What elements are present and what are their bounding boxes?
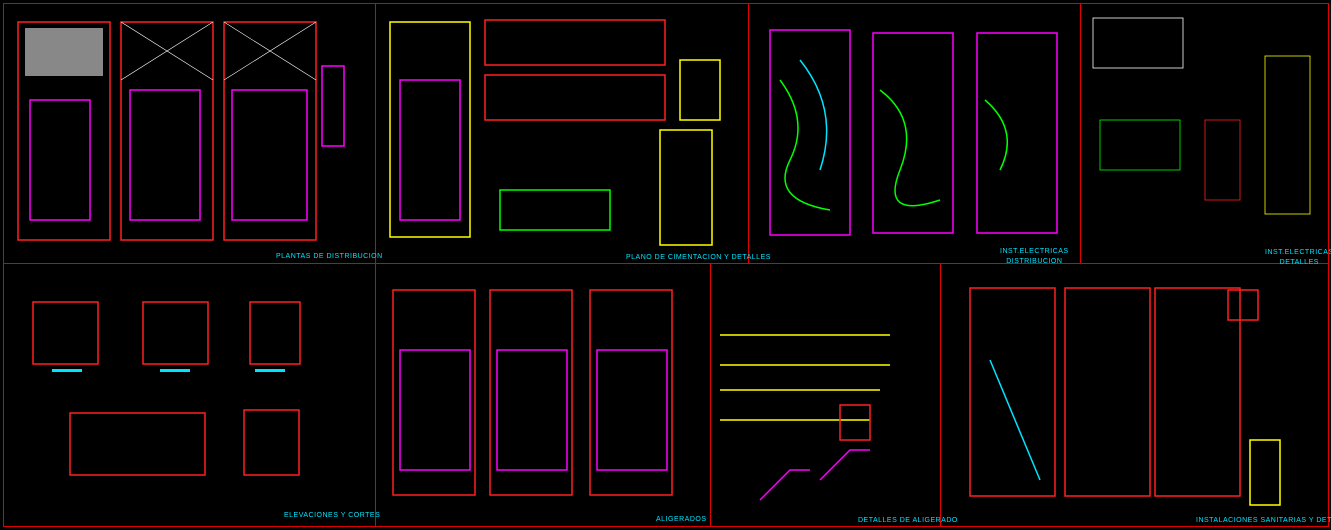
legend-table bbox=[321, 65, 345, 147]
sheet-title-electricas-distribucion: INST.ELECTRICAS DISTRIBUCION bbox=[1000, 247, 1069, 267]
sheet-title-electricas-detalles: INST.ELECTRICAS DETALLES bbox=[1265, 248, 1331, 268]
sheet-title-plantas: PLANTAS DE DISTRIBUCION bbox=[276, 253, 383, 260]
title-line-1: INST.ELECTRICAS bbox=[1000, 248, 1069, 255]
electrical-plan-3 bbox=[976, 32, 1058, 234]
sheet-title-detalles-aligerado: DETALLES DE ALIGERADO bbox=[858, 517, 958, 524]
sanitary-plans bbox=[969, 287, 1281, 506]
sheet-title-cimentacion: PLANO DE CIMENTACION Y DETALLES bbox=[626, 254, 771, 261]
title-line-1: INST.ELECTRICAS bbox=[1265, 249, 1331, 256]
sheet-instalaciones-sanitarias[interactable] bbox=[940, 263, 1329, 527]
elevations bbox=[32, 301, 301, 476]
title-line-2: DETALLES bbox=[1279, 259, 1319, 266]
title-line-2: DISTRIBUCION bbox=[1006, 258, 1063, 265]
slab-plans bbox=[392, 289, 673, 496]
floor-plan-1 bbox=[17, 21, 111, 241]
electrical-plan-1 bbox=[769, 29, 851, 236]
floor-plan-2 bbox=[120, 21, 214, 241]
slab-details bbox=[720, 334, 890, 501]
sheet-title-elevaciones: ELEVACIONES Y CORTES bbox=[284, 512, 381, 519]
sheet-title-aligerados: ALIGERADOS bbox=[656, 516, 707, 523]
electrical-details bbox=[1092, 17, 1311, 215]
sheet-title-sanitarias: INSTALACIONES SANITARIAS Y DETALLES bbox=[1196, 517, 1331, 524]
electrical-plan-2 bbox=[872, 32, 954, 234]
floor-plan-3 bbox=[223, 21, 317, 241]
foundation-plan bbox=[389, 21, 471, 238]
foundation-details bbox=[484, 19, 666, 231]
foundation-table bbox=[659, 129, 713, 246]
